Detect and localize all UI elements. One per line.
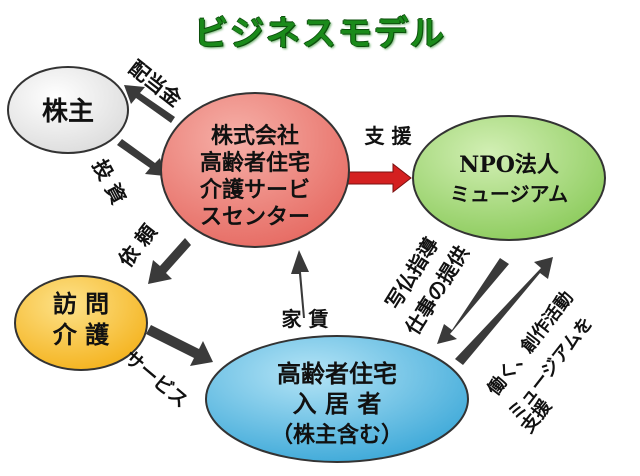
company-label-line-2: 高齢者住宅	[200, 150, 310, 176]
investment-label: 投 資	[88, 155, 131, 208]
residents-label-line-3: （株主含む）	[271, 422, 403, 448]
visit-care-label-line-2: 介 護	[52, 320, 110, 349]
service-label: サービス	[120, 347, 192, 413]
work-arrow	[455, 257, 553, 365]
company-node: 株式会社 高齢者住宅 介護サービ スセンター	[160, 92, 350, 248]
residents-label-line-1: 高齢者住宅	[277, 359, 397, 388]
request-arrow	[148, 238, 191, 284]
service-arrow	[146, 325, 213, 366]
visit-care-label-line-1: 訪 問	[53, 289, 109, 318]
shareholder-label: 株主	[42, 97, 94, 127]
npo-node: NPO法人 ミュージアム	[412, 115, 606, 241]
npo-label-line-2: ミュージアム	[450, 182, 568, 206]
company-label-line-4: スセンター	[200, 204, 310, 230]
residents-label-line-2: 入 居 者	[293, 389, 382, 418]
shareholder-node: 株主	[7, 66, 129, 154]
dividend-arrow	[124, 85, 175, 123]
visit-care-node: 訪 問 介 護	[14, 275, 148, 371]
investment-arrow	[117, 139, 165, 176]
company-label-line-3: 介護サービ	[199, 177, 310, 203]
dividend-label: 配当金	[124, 56, 187, 112]
npo-label-line-1: NPO法人	[459, 152, 559, 178]
rent-arrow	[291, 250, 309, 318]
guidance-arrow	[437, 258, 509, 344]
support-label: 支 援	[365, 124, 413, 148]
rent-label: 家 賃	[282, 307, 329, 331]
page-title: ビジネスモデル	[194, 14, 446, 54]
residents-node: 高齢者住宅 入 居 者 （株主含む）	[205, 335, 469, 463]
company-label-line-1: 株式会社	[211, 123, 299, 149]
